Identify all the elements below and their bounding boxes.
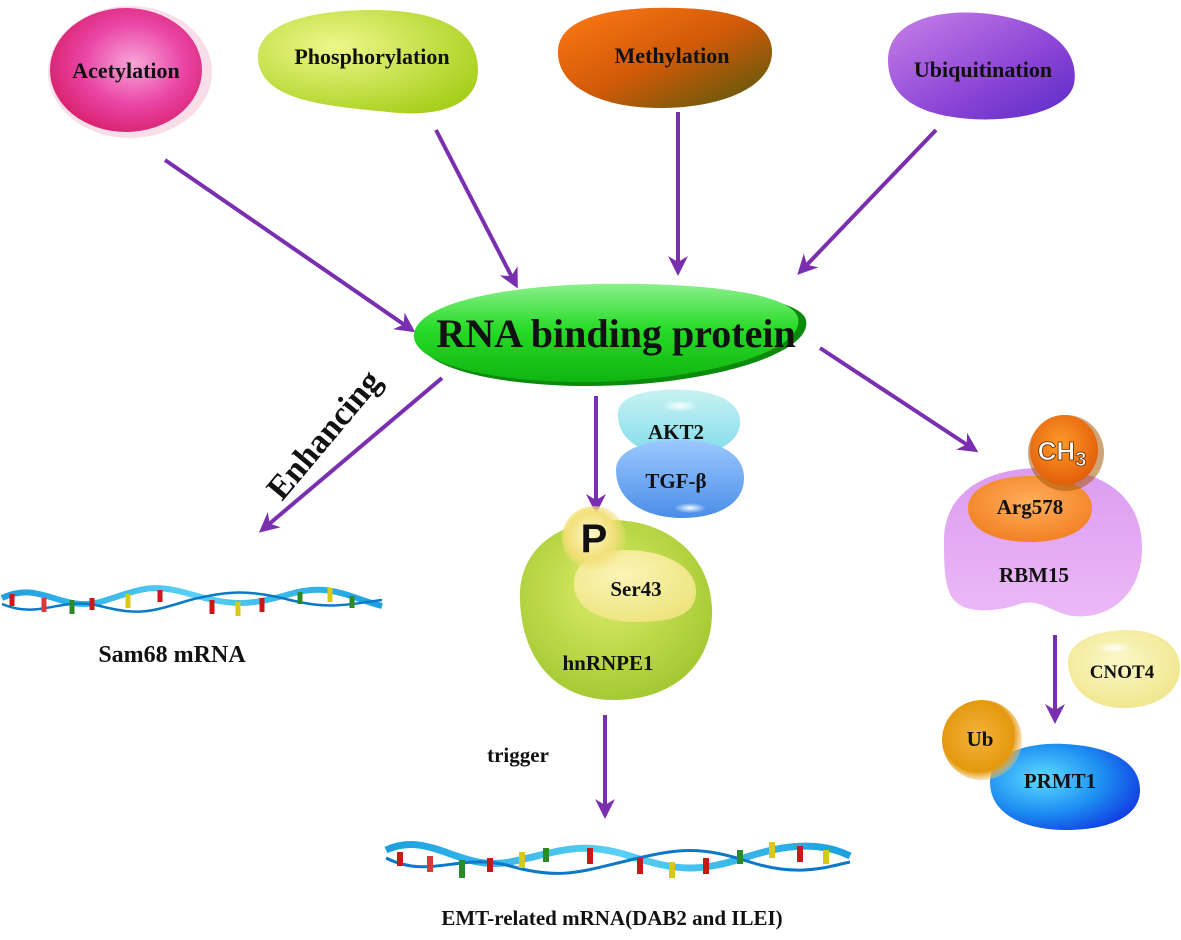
cnot4-node: CNOT4 <box>1067 630 1180 708</box>
methyl-group: CH3 <box>1028 415 1104 491</box>
methylation-label: Methylation <box>615 43 730 68</box>
prmt1-node: PRMT1 <box>990 743 1140 830</box>
emt-mrna-strand <box>384 841 852 878</box>
methyl-ch: CH <box>1038 436 1076 466</box>
emt-mrna-label: EMT-related mRNA(DAB2 and ILEI) <box>441 906 782 930</box>
phosphate-label: P <box>581 517 608 561</box>
ubiquitination-node: Ubiquitination <box>888 12 1075 120</box>
ubiquitin-marker: Ub <box>942 700 1022 780</box>
phosphorylation-node: Phosphorylation <box>257 10 478 114</box>
prmt1-label: PRMT1 <box>1024 769 1096 793</box>
methyl-subscript: 3 <box>1075 449 1086 471</box>
hnrnpe1-label: hnRNPE1 <box>562 651 653 675</box>
tgf-beta-node: TGF-β <box>616 440 744 518</box>
arg578-site: Arg578 <box>968 476 1092 542</box>
acetylation-label: Acetylation <box>72 58 180 83</box>
arrow-rbp-to-sam68 <box>258 376 444 533</box>
arg578-label: Arg578 <box>997 495 1064 519</box>
phosphate-marker: P <box>562 506 626 570</box>
ubiquitination-label: Ubiquitination <box>914 57 1052 82</box>
trigger-label: trigger <box>487 743 549 767</box>
enhancing-label: Enhancing <box>260 363 389 507</box>
rna-binding-protein-node: RNA binding protein <box>413 283 807 387</box>
arrow-phosphorylation-to-rbp <box>434 129 518 289</box>
ser43-label: Ser43 <box>610 577 661 601</box>
methyl-label: CH3 <box>1038 436 1087 471</box>
arrow-acetylation-to-rbp <box>163 158 416 333</box>
sam68-mrna-label: Sam68 mRNA <box>98 642 246 668</box>
cnot4-label: CNOT4 <box>1090 662 1155 683</box>
phosphorylation-label: Phosphorylation <box>294 44 449 69</box>
akt2-node: AKT2 <box>617 389 741 456</box>
acetylation-node: Acetylation <box>48 6 212 138</box>
ubiquitin-label: Ub <box>967 727 994 751</box>
arrow-rbp-to-rbm15 <box>818 346 979 453</box>
tgf-beta-label: TGF-β <box>645 469 706 493</box>
rbm15-label: RBM15 <box>999 563 1069 587</box>
arrows <box>163 112 1065 819</box>
arrow-ubiquitination-to-rbp <box>797 128 938 275</box>
rna-binding-protein-label: RNA binding protein <box>436 311 795 356</box>
methylation-node: Methylation <box>557 7 772 108</box>
akt2-label: AKT2 <box>648 420 704 444</box>
sam68-mrna-strand <box>0 585 383 616</box>
